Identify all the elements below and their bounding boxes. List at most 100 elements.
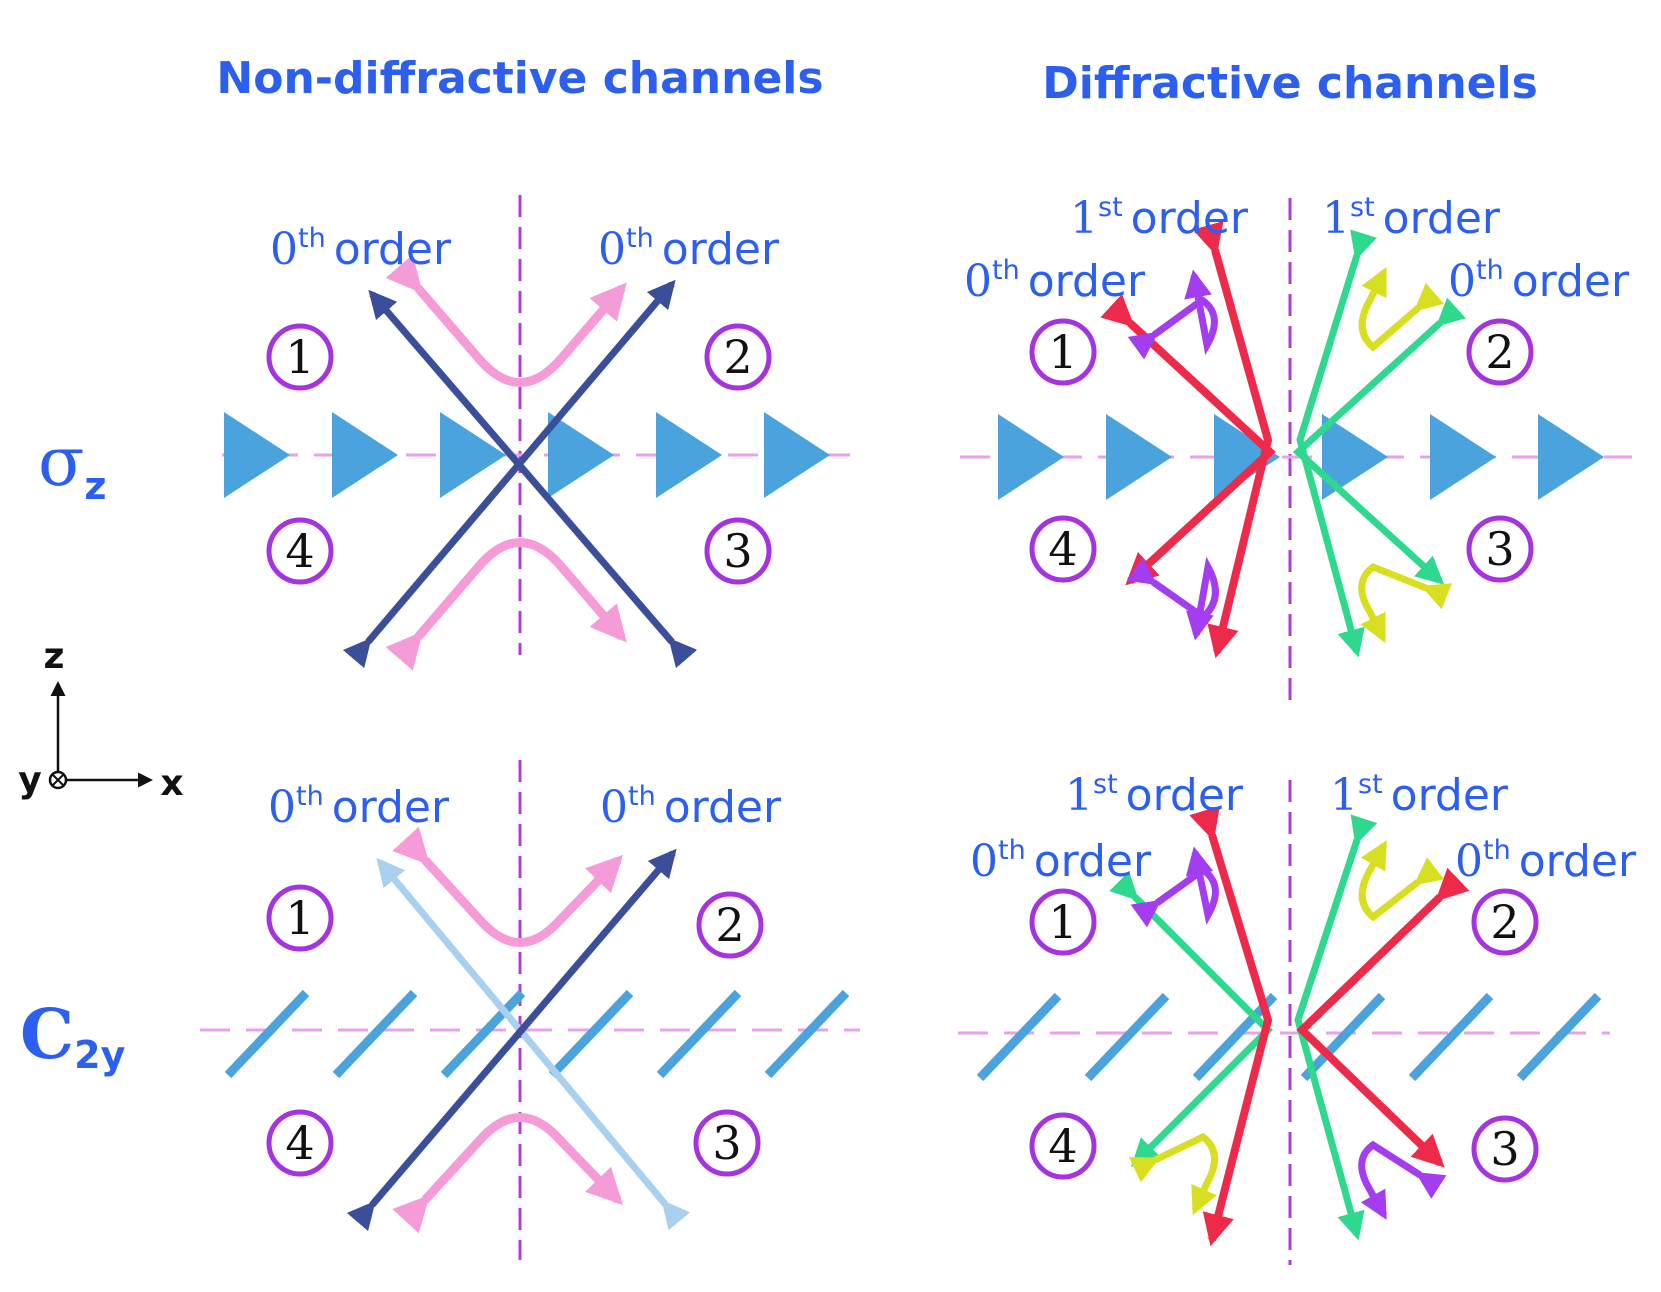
channel-number: 3	[1485, 522, 1514, 576]
scatterer-triangle	[1106, 414, 1172, 500]
channel-number: 4	[1048, 1119, 1077, 1173]
scatterer-bar	[656, 989, 742, 1079]
symmetry-label-c2y: C2y	[20, 995, 126, 1077]
reflection-arrow	[385, 538, 627, 671]
scatterer-bar	[440, 989, 526, 1079]
first-order-arrow	[1294, 814, 1378, 1241]
channel-number: 4	[1048, 522, 1077, 576]
scatterer-bar	[224, 989, 310, 1079]
scatterer-bar	[976, 992, 1062, 1082]
reflection-arrow	[385, 254, 627, 387]
scatterer-bar	[548, 989, 634, 1079]
channel-number: 2	[715, 898, 744, 952]
channel-circle	[696, 891, 764, 959]
scatterer-triangle	[332, 412, 398, 498]
reflection-arrow	[392, 1113, 624, 1234]
channel-number: 1	[285, 891, 314, 945]
channel-number: 3	[723, 524, 752, 578]
channel-circle	[1029, 318, 1097, 386]
reflection-arrow	[1358, 563, 1452, 644]
zeroth-order-arrow	[1100, 293, 1276, 586]
channel-circle	[266, 1109, 334, 1177]
scatterer-triangle	[440, 412, 506, 498]
reflection-arrow	[1127, 269, 1218, 360]
channel-circle	[704, 517, 772, 585]
first-order-arrow	[1296, 229, 1377, 658]
channel-number: 2	[1485, 325, 1514, 379]
scatterer-bar	[1408, 992, 1494, 1082]
channel-circle	[266, 323, 334, 391]
zeroth-order-arrow	[1296, 867, 1470, 1168]
channel-circle	[1466, 515, 1534, 583]
coordinate-axes: z x y	[18, 636, 183, 804]
zeroth-order-arrow	[368, 289, 698, 669]
first-order-arrow	[1192, 221, 1273, 659]
channel-number: 1	[1048, 325, 1077, 379]
channel-circle	[1471, 888, 1539, 956]
channel-circle	[1471, 1115, 1539, 1183]
scatterer-bar	[1516, 992, 1602, 1082]
reflection-arrow	[1128, 1132, 1218, 1216]
zeroth-order-arrow	[342, 279, 676, 669]
scatterer-triangle	[548, 412, 614, 498]
channel-circle	[1466, 318, 1534, 386]
channel-number: 4	[285, 524, 314, 578]
channel-circle	[1029, 1112, 1097, 1180]
scatterer-triangle	[656, 412, 722, 498]
channel-number: 3	[1490, 1122, 1519, 1176]
reflection-arrow	[1358, 1140, 1447, 1220]
channel-circle	[1029, 515, 1097, 583]
axis-label-z: z	[44, 636, 65, 677]
channel-circle	[266, 884, 334, 952]
zeroth-order-arrow	[1292, 297, 1466, 585]
scatterer-triangle	[998, 414, 1064, 500]
scatterer-triangle	[764, 412, 830, 498]
scatterer-bar	[1084, 992, 1170, 1082]
scatterer-bar	[332, 989, 418, 1079]
heading-diffractive: Diffractive channels	[1042, 58, 1538, 109]
channel-number: 2	[723, 330, 752, 384]
scatterer-triangle	[1538, 414, 1604, 500]
channel-number: 1	[1048, 895, 1077, 949]
reflection-arrow	[1358, 840, 1445, 922]
axis-label-x: x	[160, 763, 183, 804]
heading-non-diffractive: Non-diffractive channels	[216, 53, 823, 104]
channel-circle	[1029, 888, 1097, 956]
symmetry-label-sigma-z: σz	[38, 423, 107, 508]
scatterer-triangle	[224, 412, 290, 498]
reflection-arrow	[1130, 846, 1219, 928]
first-order-arrow	[1189, 805, 1273, 1247]
channel-number: 3	[712, 1116, 741, 1170]
reflection-arrow	[1358, 266, 1445, 352]
zeroth-order-arrow	[346, 848, 677, 1232]
axis-label-y: y	[18, 760, 41, 801]
scatterer-triangle	[1430, 414, 1496, 500]
channel-number: 4	[285, 1116, 314, 1170]
reflection-arrow	[392, 826, 624, 947]
channel-circle	[704, 323, 772, 391]
reflection-arrow	[1126, 556, 1219, 641]
channel-circle	[693, 1109, 761, 1177]
channel-circle	[266, 517, 334, 585]
zeroth-order-arrow	[1109, 871, 1273, 1167]
channel-number: 1	[285, 330, 314, 384]
channel-number: 2	[1490, 895, 1519, 949]
scatterer-bar	[764, 989, 850, 1079]
